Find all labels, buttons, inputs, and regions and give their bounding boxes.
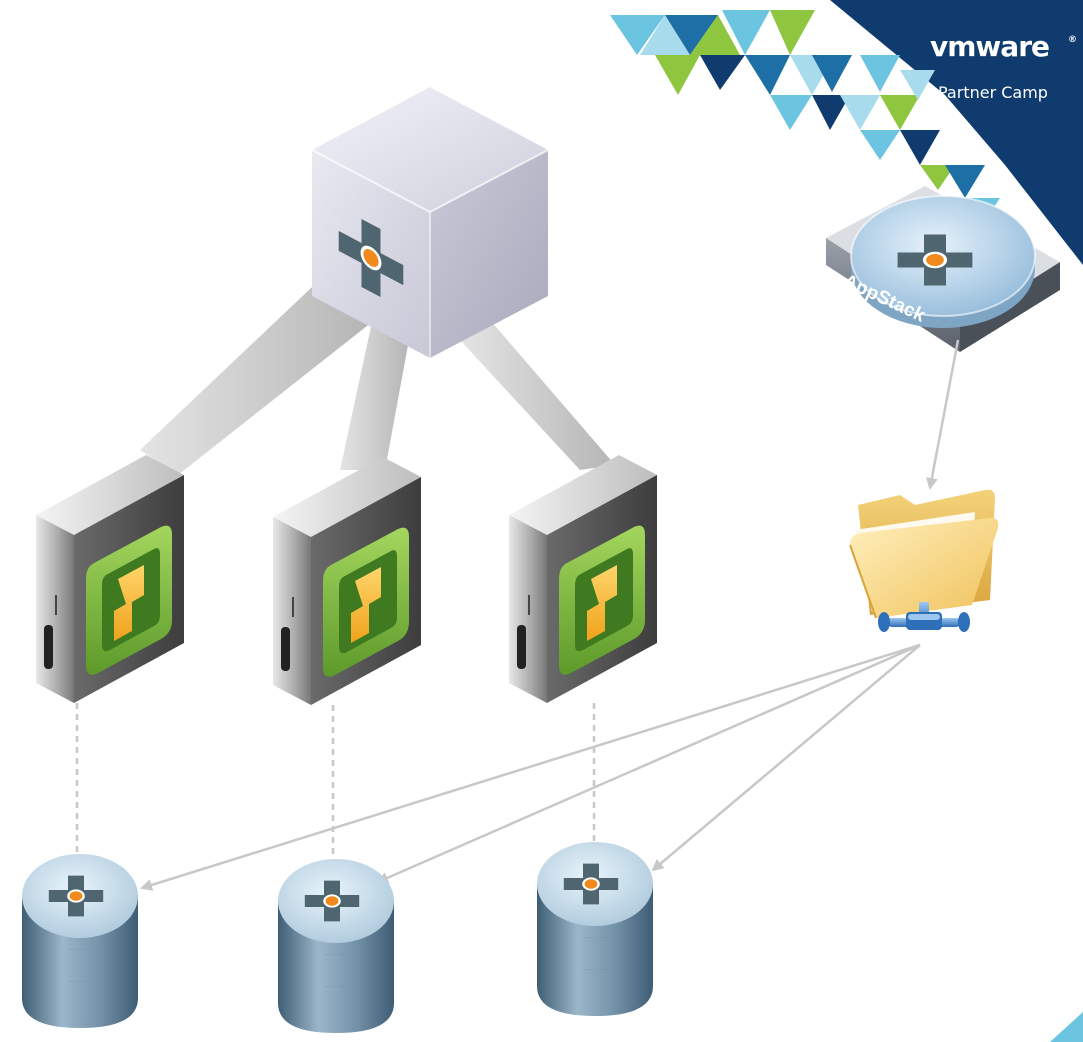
beam-to-host-2 [340,322,408,470]
manager-to-host-connections [140,270,615,475]
partner-camp-subtitle: Partner Camp [938,83,1048,102]
app-volumes-datastore-icon [278,859,394,1033]
app-volumes-datastore-icon [22,854,138,1028]
beam-to-host-1 [140,270,372,475]
host-to-datastore-links [75,703,596,880]
vsphere-host-server-icon [509,455,657,703]
app-volumes-manager-cube-icon [311,87,549,358]
share-arrow-to-datastore-3 [651,644,921,872]
vmware-partner-camp-brand: vmware ® Partner Camp [610,0,1083,265]
vmware-registered-mark: ® [1068,35,1077,45]
share-arrow-to-datastore-1 [140,643,921,891]
appstack-to-share-arrow [925,339,960,490]
share-arrow-to-datastore-2 [376,643,921,884]
vmware-logo-text: vmware [930,30,1049,63]
corner-accent-triangle [1050,1012,1083,1042]
vsphere-host-server-icon [36,455,184,703]
share-to-datastore-arrows [140,643,921,891]
network-share-folder-icon [849,489,999,632]
app-volumes-datastore-icon [537,842,653,1016]
beam-to-host-3 [460,320,615,470]
appstack-disk-icon: AppStack [826,186,1060,352]
vsphere-host-server-icon [273,457,421,705]
